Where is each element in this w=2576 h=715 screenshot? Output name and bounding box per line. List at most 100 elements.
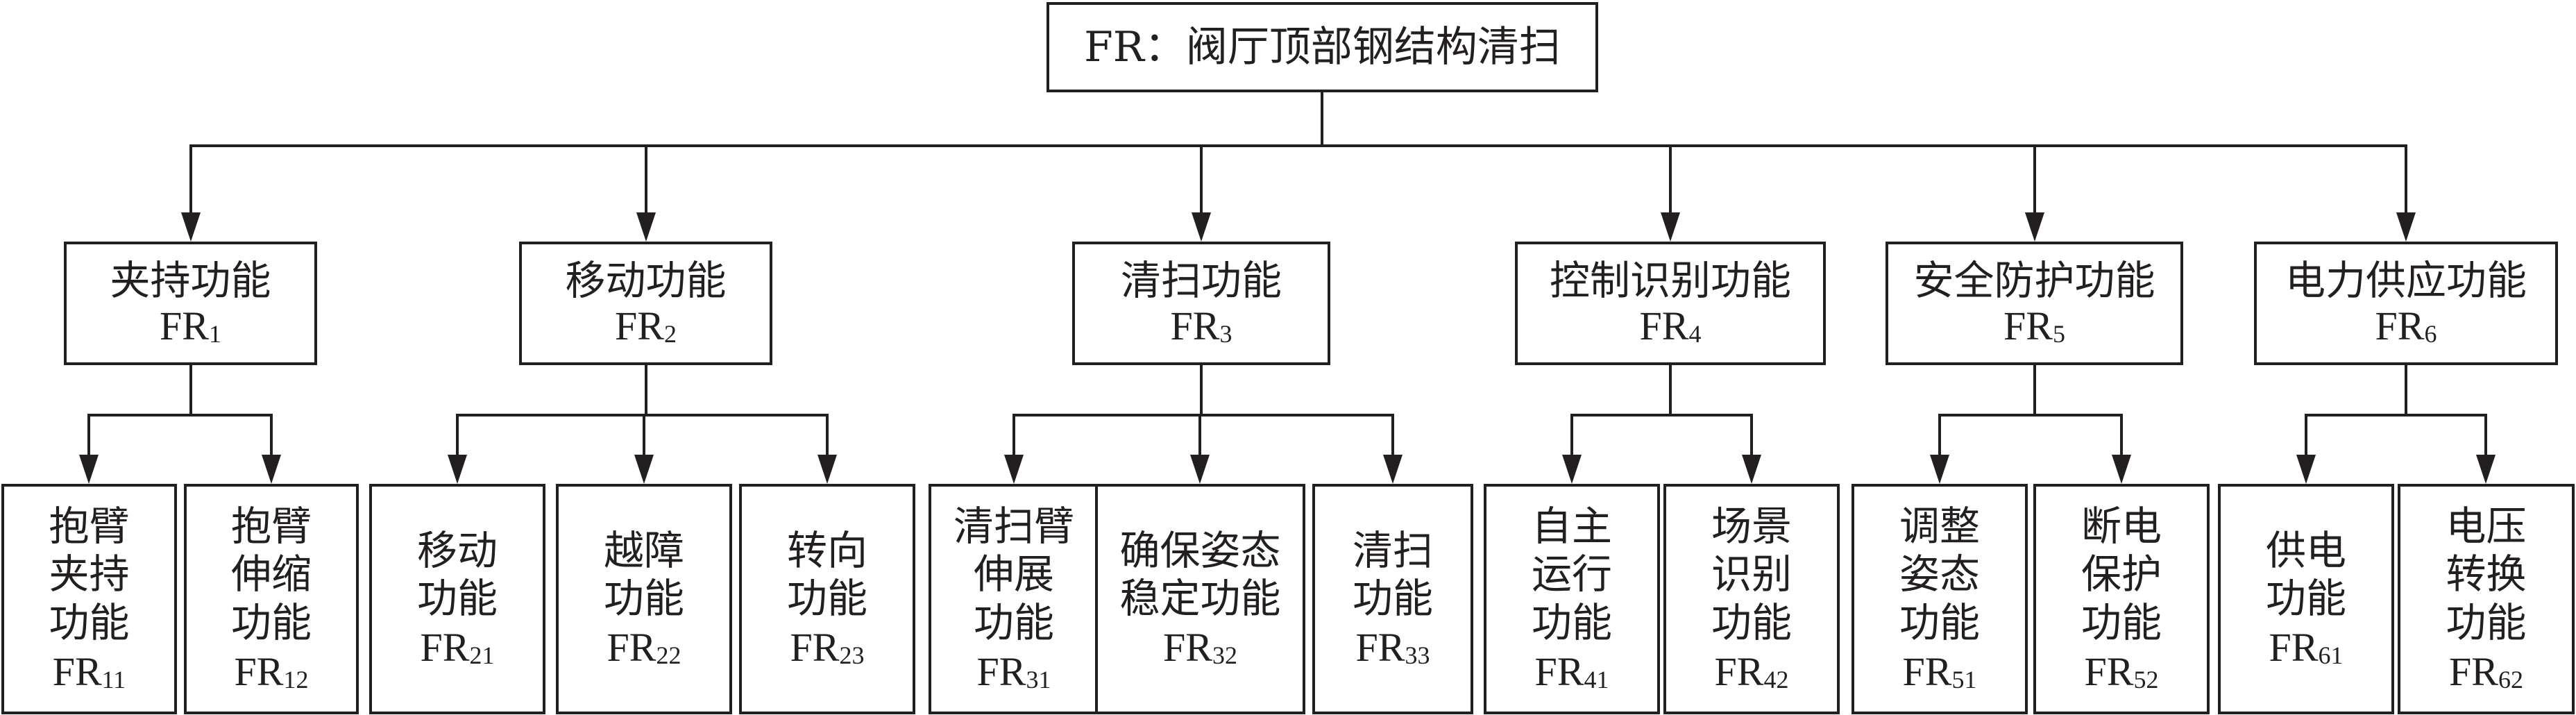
leaf-label-line: 抱臂 <box>49 502 130 550</box>
arrow-head <box>1383 455 1403 484</box>
arrow-head <box>1661 212 1680 242</box>
function-label: 夹持功能 <box>110 256 271 304</box>
leaf-label-line: 稳定功能 <box>1119 575 1281 623</box>
leaf-label-line: 调整 <box>1899 502 1980 550</box>
function-label: 控制识别功能 <box>1549 256 1791 304</box>
leaf-node-fr31: 清扫臂 伸展 功能 FR31 <box>929 484 1099 714</box>
leaf-node-fr11: 抱臂 夹持 功能 FR11 <box>1 484 177 714</box>
function-node-fr2: 移动功能 FR2 <box>519 242 772 365</box>
leaf-label-line: 保护 <box>2081 550 2162 598</box>
function-node-fr1: 夹持功能 FR1 <box>64 242 317 365</box>
function-node-fr4: 控制识别功能 FR4 <box>1515 242 1826 365</box>
leaf-node-fr33: 清扫 功能 FR33 <box>1312 484 1473 714</box>
arrow-head <box>2296 455 2316 484</box>
leaf-code: FR52 <box>2084 648 2159 694</box>
leaf-label-line: 移动 <box>416 526 498 574</box>
arrow-head <box>2476 455 2496 484</box>
leaf-label-line: 功能 <box>2265 575 2346 623</box>
arrow-head <box>1742 455 1761 484</box>
leaf-code: FR32 <box>1163 624 1237 670</box>
leaf-node-fr21: 移动 功能 FR21 <box>369 484 545 714</box>
leaf-label-line: 场景 <box>1711 502 1792 550</box>
leaf-label-line: 功能 <box>1531 599 1612 646</box>
leaf-label-line: 功能 <box>973 599 1054 646</box>
leaf-label-line: 功能 <box>786 575 867 623</box>
leaf-label-line: 转向 <box>786 526 867 574</box>
leaf-code: FR23 <box>790 624 865 670</box>
arrow-head <box>181 212 201 242</box>
function-node-fr6: 电力供应功能 FR6 <box>2254 242 2558 365</box>
leaf-label-line: 确保姿态 <box>1119 526 1281 574</box>
arrow-head <box>817 455 837 484</box>
leaf-code: FR12 <box>234 648 309 694</box>
leaf-label-line: 识别 <box>1711 550 1792 598</box>
leaf-label-line: 抱臂 <box>230 502 312 550</box>
leaf-label-line: 电压 <box>2446 502 2527 550</box>
leaf-node-fr23: 转向 功能 FR23 <box>739 484 915 714</box>
arrow-head <box>1190 455 1210 484</box>
leaf-label-line: 清扫臂 <box>953 502 1074 550</box>
function-label: 电力供应功能 <box>2285 256 2527 304</box>
leaf-label-line: 姿态 <box>1899 550 1980 598</box>
root-node: FR：阀厅顶部钢结构清扫 <box>1046 2 1598 92</box>
leaf-node-fr32: 确保姿态 稳定功能 FR32 <box>1095 484 1305 714</box>
arrow-head <box>1930 455 1949 484</box>
leaf-node-fr61: 供电 功能 FR61 <box>2218 484 2394 714</box>
leaf-code: FR21 <box>420 624 495 670</box>
leaf-code: FR61 <box>2269 624 2344 670</box>
function-node-fr3: 清扫功能 FR3 <box>1072 242 1330 365</box>
leaf-node-fr41: 自主 运行 功能 FR41 <box>1484 484 1660 714</box>
leaf-label-line: 伸展 <box>973 550 1054 598</box>
leaf-label-line: 转换 <box>2446 550 2527 598</box>
leaf-node-fr42: 场景 识别 功能 FR42 <box>1663 484 1840 714</box>
leaf-label-line: 功能 <box>49 599 130 646</box>
function-code: FR2 <box>615 303 677 348</box>
function-node-fr5: 安全防护功能 FR5 <box>1886 242 2183 365</box>
arrow-head <box>262 455 281 484</box>
function-code: FR6 <box>2375 303 2437 348</box>
leaf-code: FR41 <box>1534 648 1609 694</box>
leaf-label-line: 功能 <box>2081 599 2162 646</box>
leaf-label-line: 功能 <box>1899 599 1980 646</box>
function-code: FR4 <box>1639 303 1702 348</box>
function-code: FR5 <box>2003 303 2065 348</box>
function-label: 清扫功能 <box>1120 256 1282 304</box>
root-label: FR：阀厅顶部钢结构清扫 <box>1084 23 1561 72</box>
arrow-head <box>1192 212 1211 242</box>
leaf-code: FR22 <box>607 624 681 670</box>
leaf-label-line: 功能 <box>603 575 684 623</box>
function-label: 移动功能 <box>565 256 727 304</box>
leaf-node-fr22: 越障 功能 FR22 <box>556 484 732 714</box>
leaf-label-line: 功能 <box>1352 575 1433 623</box>
leaf-label-line: 越障 <box>603 526 684 574</box>
leaf-label-line: 功能 <box>230 599 312 646</box>
leaf-code: FR42 <box>1714 648 1789 694</box>
leaf-label-line: 自主 <box>1531 502 1612 550</box>
leaf-label-line: 断电 <box>2081 502 2162 550</box>
arrow-head <box>79 455 99 484</box>
leaf-code: FR31 <box>976 648 1051 694</box>
leaf-node-fr62: 电压 转换 功能 FR62 <box>2398 484 2575 714</box>
leaf-code: FR51 <box>1902 648 1977 694</box>
arrow-head <box>1004 455 1024 484</box>
leaf-label-line: 供电 <box>2265 526 2346 574</box>
function-label: 安全防护功能 <box>1913 256 2155 304</box>
leaf-node-fr12: 抱臂 伸缩 功能 FR12 <box>184 484 359 714</box>
leaf-code: FR62 <box>2449 648 2523 694</box>
leaf-label-line: 伸缩 <box>230 550 312 598</box>
leaf-label-line: 运行 <box>1531 550 1612 598</box>
leaf-label-line: 功能 <box>1711 599 1792 646</box>
function-code: FR3 <box>1170 303 1232 348</box>
leaf-code: FR33 <box>1355 624 1430 670</box>
leaf-label-line: 功能 <box>2446 599 2527 646</box>
arrow-head <box>636 212 656 242</box>
arrow-head <box>2025 212 2044 242</box>
leaf-code: FR11 <box>52 648 126 694</box>
arrow-head <box>634 455 654 484</box>
leaf-label-line: 清扫 <box>1352 526 1433 574</box>
function-code: FR1 <box>160 303 221 348</box>
arrow-head <box>2396 212 2416 242</box>
leaf-label-line: 功能 <box>416 575 498 623</box>
